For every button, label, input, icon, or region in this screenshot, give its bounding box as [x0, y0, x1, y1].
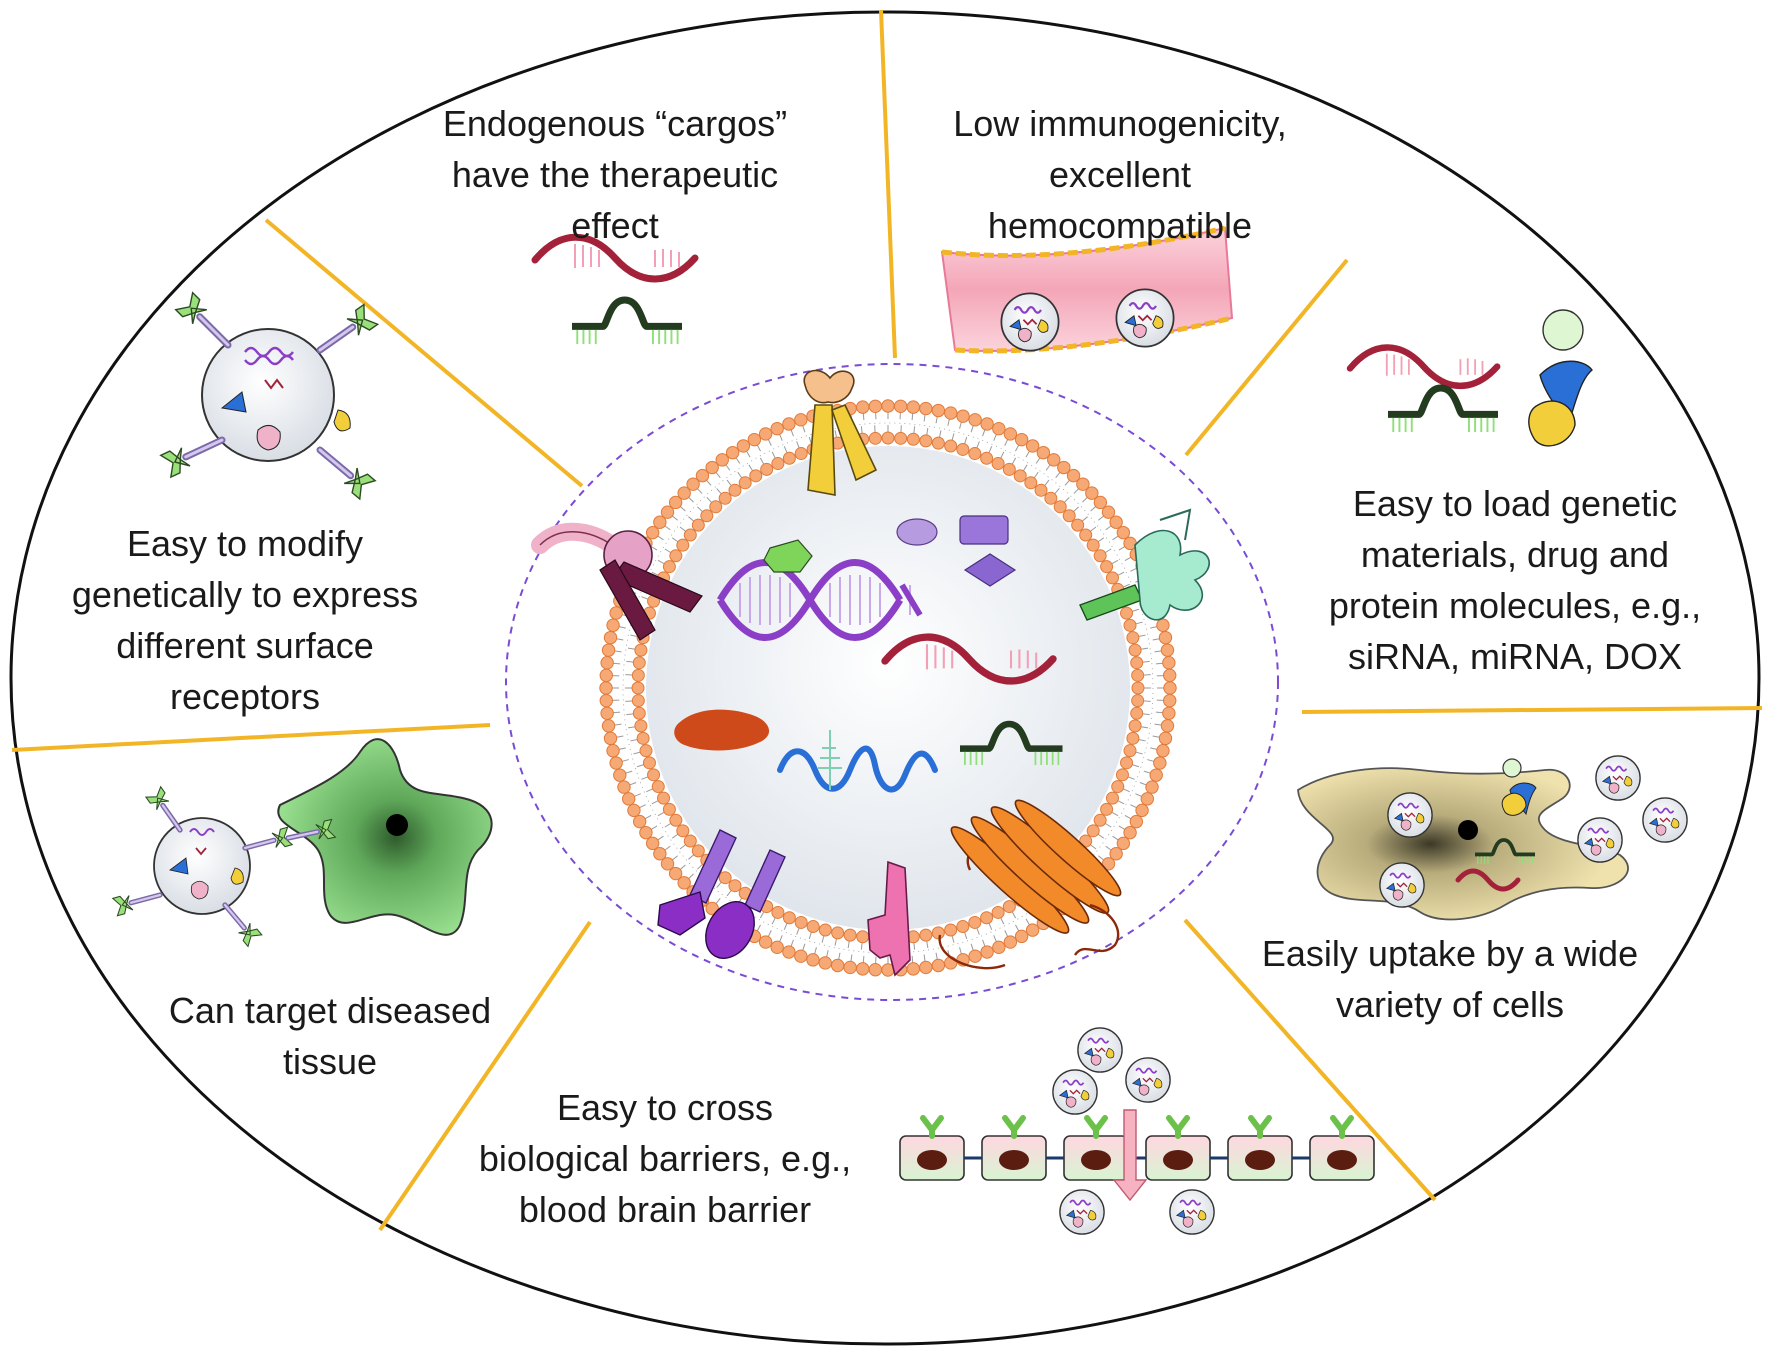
purple-rect-icon [959, 515, 1009, 545]
targeting-icon [113, 738, 493, 946]
protein-red-icon [674, 709, 770, 751]
blood-vessel-icon [940, 225, 1234, 354]
dashed-boundary [505, 363, 1279, 1001]
label-load: Easy to load genetic materials, drug and… [1328, 483, 1702, 677]
purple-oval-icon [896, 518, 938, 546]
membrane-protein-bottom-left-icon [657, 829, 786, 959]
membrane-protein-top-icon [803, 369, 878, 496]
label-barriers: Easy to cross biological barriers, e.g.,… [478, 1087, 852, 1230]
membrane-protein-right-icon [1079, 508, 1210, 621]
label-immunogenicity: Low immunogenicity, excellent hemocompat… [953, 103, 1287, 246]
cell-uptake-icon [1297, 755, 1688, 921]
membrane-protein-pink-icon [867, 860, 911, 977]
dna-helix-icon [716, 559, 923, 641]
segment-dividers [11, 9, 1763, 1232]
purple-diamond-icon [963, 553, 1017, 587]
membrane-protein-left-icon [531, 522, 703, 641]
cargo-molecules-icon [1350, 309, 1593, 447]
membrane-protein-orange-icon [938, 799, 1122, 970]
label-cargos: Endogenous “cargos” have the therapeutic… [442, 103, 788, 246]
green-hexagon-icon [763, 539, 813, 573]
engineered-exosome-icon [161, 293, 378, 499]
mirna-icon [777, 745, 938, 793]
exosome-icon [505, 363, 1279, 1001]
label-modify: Easy to modify genetically to express di… [71, 523, 419, 717]
label-target: Can target diseased tissue [168, 990, 492, 1082]
label-uptake: Easily uptake by a wide variety of cells [1261, 933, 1639, 1025]
barrier-crossing-icon [899, 1027, 1375, 1235]
